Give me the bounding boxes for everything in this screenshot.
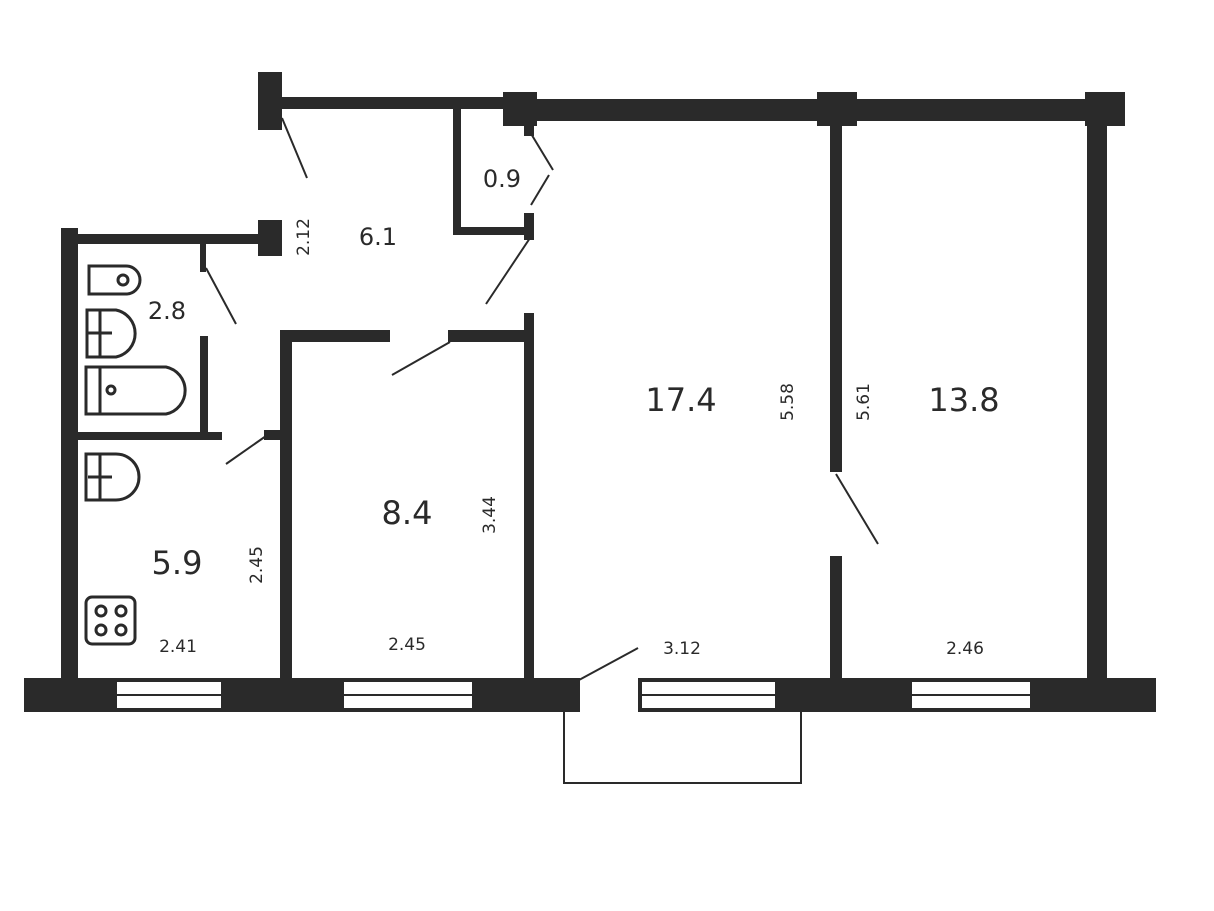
pillar-bath bbox=[258, 220, 282, 256]
dim-hall-width: 2.12 bbox=[294, 218, 314, 256]
door-kitchen bbox=[225, 435, 267, 465]
wall-left bbox=[61, 228, 78, 680]
door-balcony bbox=[578, 647, 639, 681]
dim-small-room-height: 3.44 bbox=[480, 496, 500, 534]
fixtures bbox=[84, 264, 187, 646]
wall-bath-right-lower bbox=[200, 336, 208, 440]
balcony-door-opening bbox=[580, 678, 638, 712]
area-labels: 6.1 0.9 2.8 5.9 8.4 17.4 13.8 bbox=[148, 165, 1000, 582]
balcony bbox=[563, 712, 802, 784]
wall-top-left bbox=[280, 97, 525, 109]
wall-divider-upper bbox=[830, 110, 842, 472]
dim-small-room-width: 2.45 bbox=[388, 635, 426, 655]
dim-kitchen-width: 2.41 bbox=[159, 637, 197, 657]
doors bbox=[205, 117, 879, 681]
door-living bbox=[485, 237, 531, 305]
stove-icon bbox=[84, 595, 137, 646]
kitchen-sink-icon bbox=[84, 452, 141, 502]
area-small-room: 8.4 bbox=[382, 494, 433, 532]
area-living-room: 17.4 bbox=[645, 381, 716, 419]
wall-closet-top-stub bbox=[524, 112, 534, 136]
door-bathroom bbox=[205, 267, 237, 325]
wall-small-room-top-left bbox=[280, 330, 390, 342]
dimension-labels: 2.12 2.45 2.41 2.45 3.44 3.12 5.58 5.61 … bbox=[159, 218, 984, 659]
pillar-top-left bbox=[258, 72, 282, 130]
wall-small-room-top-right bbox=[448, 330, 528, 342]
bathroom-sink-icon bbox=[85, 308, 137, 359]
wall-bath-kitchen bbox=[78, 432, 222, 440]
wall-divider-lower bbox=[830, 556, 842, 680]
wall-bath-top bbox=[61, 234, 261, 244]
wall-kitchen-door-stub bbox=[264, 430, 284, 440]
dim-living-width: 3.12 bbox=[663, 639, 701, 659]
area-right-room: 13.8 bbox=[928, 381, 999, 419]
area-hall: 6.1 bbox=[359, 223, 397, 251]
wall-closet-right-stub bbox=[524, 213, 534, 240]
area-bathroom: 2.8 bbox=[148, 297, 186, 325]
wall-right bbox=[1087, 110, 1107, 680]
dim-right-room-width: 2.46 bbox=[946, 639, 984, 659]
area-closet: 0.9 bbox=[483, 165, 521, 193]
door-small-room bbox=[391, 341, 451, 376]
bathtub-icon bbox=[84, 365, 187, 416]
door-closet bbox=[529, 131, 554, 171]
wall-closet-bottom bbox=[453, 227, 529, 235]
wall-bath-right-upper bbox=[200, 244, 206, 272]
door-entrance bbox=[281, 117, 308, 179]
dim-living-height: 5.58 bbox=[778, 383, 798, 421]
door-right-room bbox=[835, 473, 879, 545]
wall-closet-left bbox=[453, 103, 461, 233]
dim-kitchen-height: 2.45 bbox=[247, 546, 267, 584]
dim-right-room-height: 5.61 bbox=[854, 383, 874, 421]
toilet-icon bbox=[87, 264, 142, 296]
door-closet-lower bbox=[530, 174, 550, 206]
wall-small-room-right bbox=[524, 313, 534, 680]
windows bbox=[115, 678, 1032, 712]
area-kitchen: 5.9 bbox=[152, 544, 203, 582]
wall-small-room-left bbox=[280, 330, 292, 680]
